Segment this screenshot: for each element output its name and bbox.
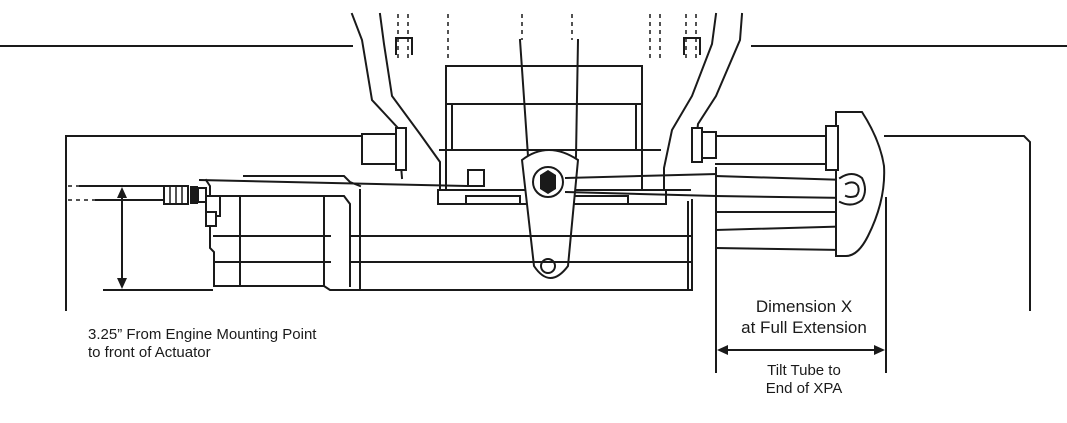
tilt-tube — [715, 135, 827, 165]
dimension-x-line-1: Dimension X — [755, 297, 853, 316]
steering-arm — [518, 14, 580, 279]
xpa-end-cap — [825, 111, 886, 257]
mounting-bracket-outline — [65, 135, 1031, 311]
xpa-piston-rods — [564, 172, 860, 252]
tilt-tube-line-2: End of XPA — [765, 380, 843, 397]
dimension-x-arrow — [715, 167, 887, 373]
tilt-tube-line-1: Tilt Tube to — [767, 362, 841, 379]
left-clamp-bracket — [350, 12, 449, 191]
right-clamp-bracket — [649, 12, 744, 191]
dimension-x-line-2: at Full Extension — [741, 318, 867, 337]
mounting-point-note: 3.25” From Engine Mounting Point to fron… — [88, 326, 316, 362]
tilt-tube-label: Tilt Tube to End of XPA — [716, 362, 892, 398]
dimension-x-label: Dimension X at Full Extension — [716, 296, 892, 338]
mounting-note-line-1: 3.25” From Engine Mounting Point — [88, 326, 317, 343]
actuator-block — [467, 169, 485, 187]
mounting-note-line-2: to front of Actuator — [88, 344, 211, 361]
height-dimension-arrow — [79, 185, 213, 291]
actuator-rod-end — [68, 178, 468, 227]
